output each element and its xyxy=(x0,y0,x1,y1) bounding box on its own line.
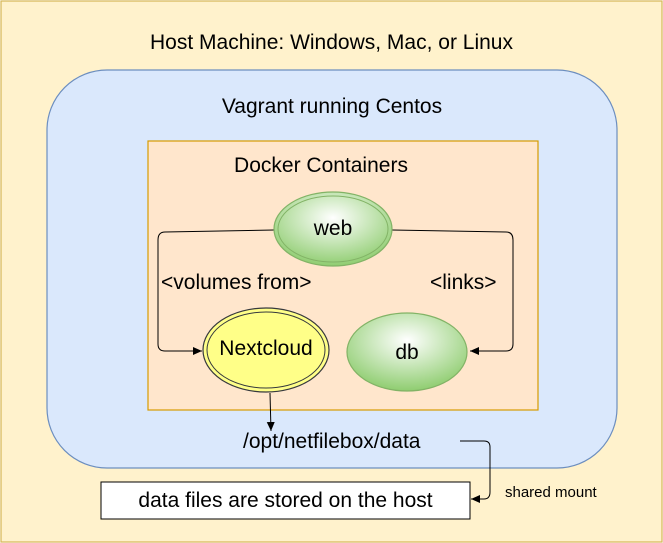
web-node-outer xyxy=(273,191,393,267)
nextcloud-node-inner xyxy=(206,311,326,389)
data-path-arrow xyxy=(266,392,275,432)
db-node xyxy=(346,312,468,392)
host-storage-label: data files are stored on the host xyxy=(138,489,433,512)
links-label: <links> xyxy=(430,271,497,294)
shared-mount-label: shared mount xyxy=(505,484,597,501)
db-node-label: db xyxy=(395,341,419,364)
data-path-label: /opt/netfilebox/data xyxy=(243,430,421,453)
vagrant-title: Vagrant running Centos xyxy=(221,95,443,118)
volumes-from-label: <volumes from> xyxy=(161,271,312,294)
nextcloud-node-label: Nextcloud xyxy=(219,337,313,360)
shared-mount-arrow xyxy=(460,440,491,503)
host-machine-title: Host Machine: Windows, Mac, or Linux xyxy=(150,31,513,54)
links-arrow xyxy=(391,229,514,355)
web-node-inner xyxy=(277,195,389,263)
web-node-label: web xyxy=(313,217,353,240)
host-storage-box xyxy=(100,481,471,520)
volumes-from-arrow xyxy=(157,229,275,355)
docker-containers-title: Docker Containers xyxy=(234,154,408,177)
nextcloud-node-outer xyxy=(202,307,330,393)
